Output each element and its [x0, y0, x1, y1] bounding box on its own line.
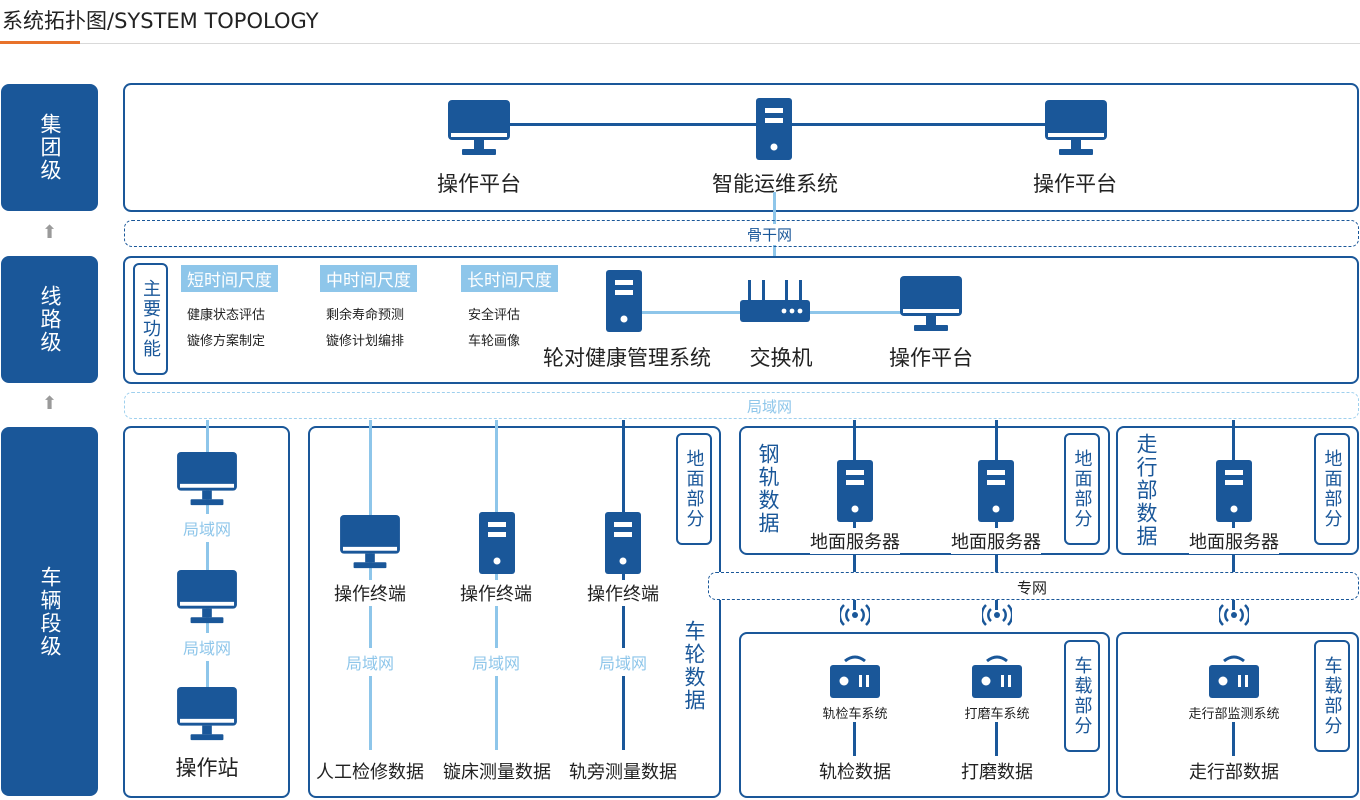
rail-ground-tag: 地面部分 — [1064, 433, 1100, 545]
terminal-label: 操作终端 — [587, 580, 659, 606]
level-group: 集团级 — [1, 84, 98, 211]
wheel-ground-tag: 地面部分 — [676, 433, 712, 545]
rail-data-label: 钢轨数据 — [756, 443, 780, 535]
page-title: 系统拓扑图/SYSTEM TOPOLOGY — [2, 9, 319, 33]
data-source-label: 镟床测量数据 — [443, 758, 551, 784]
scale-long: 长时间尺度 — [461, 265, 558, 292]
monitor-icon — [177, 452, 237, 506]
func-item: 健康状态评估 — [187, 308, 266, 323]
onboard-data-label: 打磨数据 — [961, 762, 1033, 783]
main-functions-tag: 主要功能 — [133, 263, 168, 375]
arrow-up-icon: ⬆ — [42, 393, 58, 414]
onboard-system-label: 打磨车系统 — [964, 703, 1030, 722]
lan-label: 局域网 — [468, 648, 524, 676]
monitor-icon — [1045, 100, 1107, 155]
running-onboard-tag: 车载部分 — [1314, 640, 1350, 752]
group-left-platform: 操作平台 — [437, 172, 521, 196]
backbone-network — [124, 220, 1359, 247]
server-icon — [479, 512, 515, 574]
level-vehicle: 车辆段级 — [1, 427, 98, 796]
lan-label: 局域网 — [342, 648, 398, 676]
scale-short: 短时间尺度 — [181, 265, 278, 292]
private-network-label: 专网 — [1013, 577, 1052, 598]
onboard-system-label: 轨检车系统 — [822, 703, 888, 722]
title-divider — [0, 43, 1360, 44]
server-icon — [1216, 460, 1252, 522]
line-health-system: 轮对健康管理系统 — [543, 346, 711, 370]
title-accent-bar — [0, 41, 80, 44]
func-item: 剩余寿命预测 — [326, 308, 405, 323]
wireless-icon — [840, 604, 870, 626]
func-item: 镟修方案制定 — [187, 334, 266, 349]
line-platform: 操作平台 — [889, 346, 973, 370]
wireless-icon — [1219, 604, 1249, 626]
func-item: 车轮画像 — [468, 334, 521, 349]
line-switch: 交换机 — [749, 346, 813, 370]
lan-network — [124, 392, 1359, 419]
backbone-label: 骨干网 — [743, 224, 797, 245]
ground-server-label: 地面服务器 — [1189, 528, 1279, 554]
group-right-platform: 操作平台 — [1033, 172, 1117, 196]
lan-label: 局域网 — [179, 514, 235, 542]
ground-server-label: 地面服务器 — [951, 528, 1041, 554]
func-item: 安全评估 — [468, 308, 521, 323]
lan-label: 局域网 — [595, 648, 651, 676]
monitor-icon — [448, 100, 510, 155]
running-data-label: 走行部数据 — [1134, 433, 1158, 548]
lan-label: 局域网 — [743, 396, 797, 417]
server-icon — [606, 270, 642, 332]
onboard-data-label: 轨检数据 — [819, 762, 891, 783]
lan-label: 局域网 — [179, 633, 235, 661]
rail-onboard-box — [739, 632, 1110, 798]
server-icon — [605, 512, 641, 574]
onboard-system-label: 走行部监测系统 — [1188, 703, 1280, 722]
running-ground-tag: 地面部分 — [1314, 433, 1350, 545]
device-icon — [830, 655, 880, 698]
monitor-icon — [900, 276, 962, 331]
rail-ground-box — [739, 426, 1110, 555]
monitor-icon — [177, 570, 237, 624]
router-icon — [740, 280, 810, 322]
terminal-label: 操作终端 — [334, 580, 406, 606]
terminal-label: 操作终端 — [460, 580, 532, 606]
level-line: 线路级 — [1, 256, 98, 383]
server-icon — [837, 460, 873, 522]
ground-server-label: 地面服务器 — [810, 528, 900, 554]
monitor-icon — [177, 687, 237, 741]
server-icon — [756, 98, 792, 160]
wireless-icon — [982, 604, 1012, 626]
data-source-label: 人工检修数据 — [316, 758, 424, 784]
wheel-data-label: 车轮数据 — [682, 620, 706, 712]
monitor-icon — [340, 515, 400, 569]
group-level-box — [123, 83, 1359, 212]
scale-mid: 中时间尺度 — [320, 265, 417, 292]
arrow-up-icon: ⬆ — [42, 222, 58, 243]
device-icon — [972, 655, 1022, 698]
rail-onboard-tag: 车载部分 — [1064, 640, 1100, 752]
server-icon — [978, 460, 1014, 522]
device-icon — [1209, 655, 1259, 698]
data-source-label: 轨旁测量数据 — [569, 758, 677, 784]
station-label: 操作站 — [175, 756, 239, 780]
wheel-data-box — [308, 426, 721, 798]
onboard-data-label: 走行部数据 — [1189, 762, 1279, 783]
func-item: 镟修计划编排 — [326, 334, 405, 349]
